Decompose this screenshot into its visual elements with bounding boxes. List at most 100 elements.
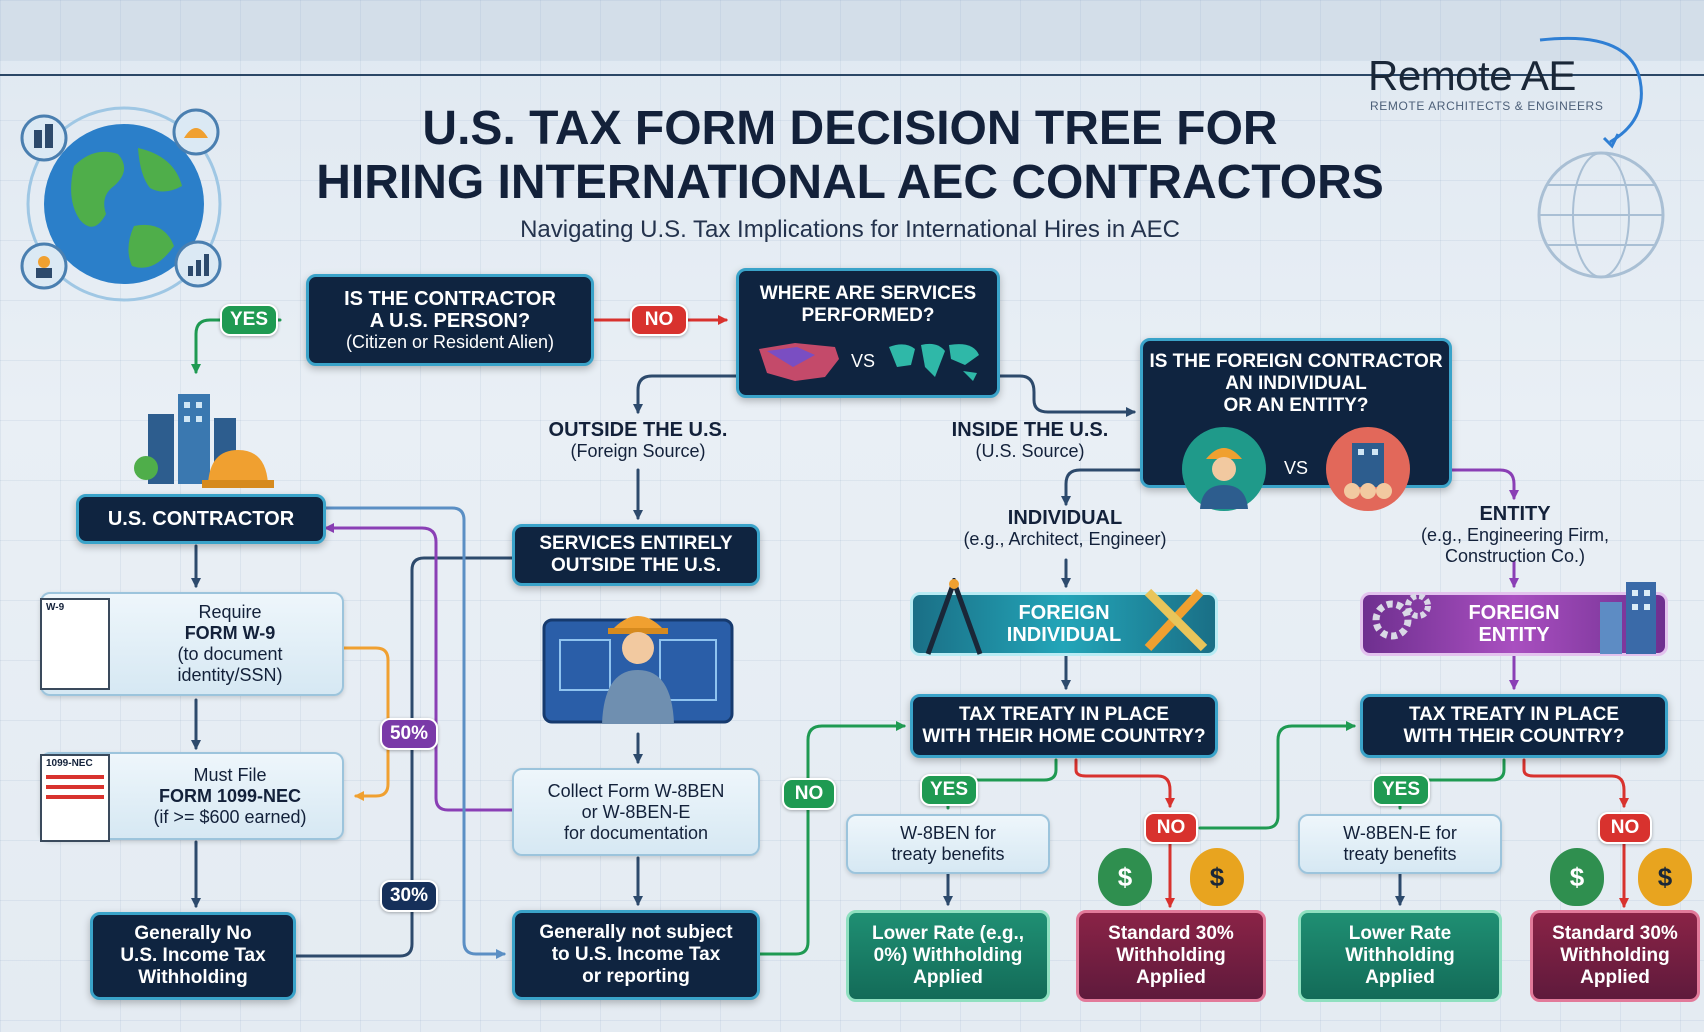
brand-logo: Remote AE: [1368, 52, 1576, 99]
not-subject-box: Generally not subject to U.S. Income Tax…: [512, 910, 760, 1000]
entity-treaty-question: TAX TREATY IN PLACE WITH THEIR COUNTRY?: [1360, 694, 1668, 758]
services-location-question: WHERE ARE SERVICES PERFORMED? VS: [736, 268, 1000, 398]
1099-document-label: 1099-NEC: [46, 758, 93, 769]
us-map-icon: [758, 343, 839, 381]
office-building-icon: [1600, 582, 1656, 654]
ind-treaty-line2: WITH THEIR HOME COUNTRY?: [922, 726, 1206, 747]
money-bag-icon: $: [1098, 848, 1152, 906]
q1-yes-pill: YES: [220, 304, 278, 336]
outside-us-sub: (Foreign Source): [570, 441, 706, 461]
ind-yes-pill: YES: [920, 774, 978, 806]
inside-us-label: INSIDE THE U.S. (U.S. Source): [920, 420, 1140, 462]
ind-std-line1: Standard 30%: [1108, 923, 1234, 944]
ent-no-pill: NO: [1598, 812, 1652, 844]
w9-document-label: W-9: [46, 602, 65, 613]
us-person-question-line2: A U.S. PERSON?: [369, 309, 531, 332]
entity-title: ENTITY: [1479, 503, 1551, 525]
w8bene-line2: treaty benefits: [1343, 844, 1457, 864]
entity-building-icon: [1326, 427, 1410, 511]
ind-std-line3: Applied: [1136, 967, 1206, 988]
no-withholding-box: Generally No U.S. Income Tax Withholding: [90, 912, 296, 1000]
q1-no-pill: NO: [630, 304, 688, 336]
brand-swoosh-icon: [1539, 36, 1643, 149]
title-line-2: HIRING INTERNATIONAL AEC CONTRACTORS: [316, 156, 1384, 209]
services-location-vs: VS: [850, 351, 875, 371]
individual-or-entity-line2: AN INDIVIDUAL: [1225, 373, 1367, 394]
w8ben-box: W-8BEN for treaty benefits: [846, 814, 1050, 874]
header-rule: [0, 74, 1704, 76]
ent-std-line2: Withholding: [1560, 945, 1670, 966]
foreign-entity-line2: ENTITY: [1478, 624, 1550, 646]
ind-lower-line3: Applied: [913, 967, 983, 988]
individual-label: INDIVIDUAL (e.g., Architect, Engineer): [940, 508, 1190, 550]
title-line-1: U.S. TAX FORM DECISION TREE FOR: [422, 102, 1278, 155]
services-entirely-outside-box: SERVICES ENTIRELY OUTSIDE THE U.S.: [512, 524, 760, 586]
thirty-percent-badge: 30%: [380, 880, 438, 912]
fifty-percent-badge: 50%: [380, 718, 438, 750]
nec-line1: Must File: [193, 764, 267, 785]
nowh-line1: Generally No: [134, 923, 252, 944]
us-contractor-box: U.S. CONTRACTOR: [76, 494, 326, 544]
money-bag-icon: $: [1638, 848, 1692, 906]
services-line2: OUTSIDE THE U.S.: [551, 555, 721, 576]
pencil-ruler-icon: [1144, 588, 1208, 652]
ind-std-line2: Withholding: [1116, 945, 1226, 966]
nowh-line3: Withholding: [138, 967, 248, 988]
ent-treaty-line1: TAX TREATY IN PLACE: [1408, 704, 1620, 725]
city-buildings-icon: [134, 394, 274, 488]
ent-yes-pill: YES: [1372, 774, 1430, 806]
individual-title: INDIVIDUAL: [1007, 507, 1123, 529]
money-bag-icon: $: [1550, 848, 1604, 906]
ind-treaty-line1: TAX TREATY IN PLACE: [958, 704, 1170, 725]
ent-lower-rate-box: Lower Rate Withholding Applied: [1298, 910, 1502, 1002]
individual-or-entity-line1: IS THE FOREIGN CONTRACTOR: [1149, 351, 1443, 372]
world-map-icon: [889, 343, 979, 381]
foreign-individual-line1: FOREIGN: [1018, 602, 1110, 624]
ent-std-line3: Applied: [1580, 967, 1650, 988]
foreign-entity-line1: FOREIGN: [1468, 602, 1560, 624]
ent-lower-line2: Withholding: [1345, 945, 1455, 966]
entity-label: ENTITY (e.g., Engineering Firm, Construc…: [1400, 504, 1630, 567]
page-title: U.S. TAX FORM DECISION TREE FOR HIRING I…: [300, 102, 1400, 210]
us-person-question-line1: IS THE CONTRACTOR: [344, 287, 556, 310]
engineer-blueprint-icon: [542, 616, 734, 724]
w9-document-icon: W-9: [40, 598, 110, 690]
us-person-question-line3: (Citizen or Resident Alien): [345, 331, 555, 352]
ind-lower-line1: Lower Rate (e.g.,: [871, 923, 1025, 944]
w8ben-line2: treaty benefits: [891, 844, 1005, 864]
top-band: [0, 0, 1704, 60]
drafting-compass-icon: [925, 578, 983, 655]
w8bene-line1: W-8BEN-E for: [1343, 823, 1457, 843]
1099-document-icon: 1099-NEC: [40, 754, 110, 842]
outside-no-pill: NO: [782, 778, 836, 810]
w8ben-line1: W-8BEN for: [900, 823, 996, 843]
money-bag-icon: $: [1190, 848, 1244, 906]
inside-us-sub: (U.S. Source): [975, 441, 1085, 461]
collect-w8-box: Collect Form W-8BEN or W-8BEN-E for docu…: [512, 768, 760, 856]
notsubj-line1: Generally not subject: [539, 922, 733, 943]
entity-sub-1: (e.g., Engineering Firm,: [1420, 525, 1610, 545]
ind-lower-rate-box: Lower Rate (e.g., 0%) Withholding Applie…: [846, 910, 1050, 1002]
w9-line2: FORM W-9: [184, 623, 276, 643]
outside-us-label: OUTSIDE THE U.S. (Foreign Source): [530, 420, 746, 462]
w9-line3: (to document: [177, 644, 283, 664]
notsubj-line3: or reporting: [582, 966, 690, 987]
w9-line1: Require: [198, 602, 262, 622]
ent-lower-line3: Applied: [1365, 967, 1435, 988]
w8ben-e-box: W-8BEN-E for treaty benefits: [1298, 814, 1502, 874]
brand-tagline: REMOTE ARCHITECTS & ENGINEERS: [1370, 99, 1604, 113]
w9-line4: identity/SSN): [177, 665, 283, 685]
nec-line3: (if >= $600 earned): [153, 806, 307, 827]
collect-line3: for documentation: [563, 822, 709, 843]
individual-or-entity-line3: OR AN ENTITY?: [1223, 395, 1369, 416]
individual-or-entity-vs: VS: [1283, 458, 1308, 478]
nec-line2: FORM 1099-NEC: [158, 785, 302, 806]
collect-line1: Collect Form W-8BEN: [547, 780, 725, 801]
individual-treaty-question: TAX TREATY IN PLACE WITH THEIR HOME COUN…: [910, 694, 1218, 758]
nowh-line2: U.S. Income Tax: [120, 945, 266, 966]
services-line1: SERVICES ENTIRELY: [539, 533, 733, 554]
notsubj-line2: to U.S. Income Tax: [551, 944, 721, 965]
services-location-line1: WHERE ARE SERVICES: [759, 283, 977, 304]
page-subtitle: Navigating U.S. Tax Implications for Int…: [520, 216, 1180, 243]
